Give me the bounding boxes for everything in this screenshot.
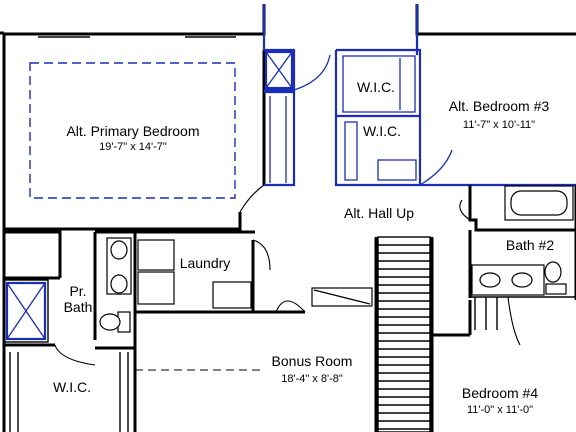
bonus-room-dims: 18'-4" x 8'-8" — [281, 373, 343, 385]
bath2-name: Bath #2 — [506, 237, 554, 253]
wic-upper-name: W.I.C. — [357, 79, 395, 95]
ceiling-lines — [29, 62, 265, 371]
hall-name: Alt. Hall Up — [344, 205, 414, 221]
stairs — [374, 236, 434, 432]
bonus-room-name: Bonus Room — [272, 353, 353, 369]
alt-option-walls — [262, 4, 576, 187]
bedroom3-dims: 11'-7" x 10'-11" — [463, 119, 535, 131]
primary-bedroom-walls — [4, 36, 266, 231]
bath2-fixtures — [459, 185, 576, 346]
primary-bedroom-name: Alt. Primary Bedroom — [66, 123, 199, 139]
bedroom4-dims: 11'-0" x 11'-0" — [467, 404, 533, 416]
room-labels: Alt. Primary Bedroom 19'-7" x 14'-7" Alt… — [53, 79, 554, 416]
laundry-name: Laundry — [180, 255, 231, 271]
stair-treads — [378, 244, 430, 430]
hall-elements — [239, 184, 472, 337]
lower-wic-walls — [2, 312, 137, 432]
primary-bedroom-dims: 19'-7" x 14'-7" — [99, 141, 167, 153]
laundry-walls — [4, 230, 276, 340]
pr-bath-name-line1: Pr. — [69, 283, 86, 299]
bedroom3-name: Alt. Bedroom #3 — [449, 98, 550, 114]
wic-middle-name: W.I.C. — [363, 123, 401, 139]
bedroom4-name: Bedroom #4 — [462, 385, 538, 401]
pr-bath-fixtures — [3, 237, 132, 366]
pr-bath-name-line2: Bath — [64, 299, 93, 315]
wic-lower-name: W.I.C. — [53, 379, 91, 395]
